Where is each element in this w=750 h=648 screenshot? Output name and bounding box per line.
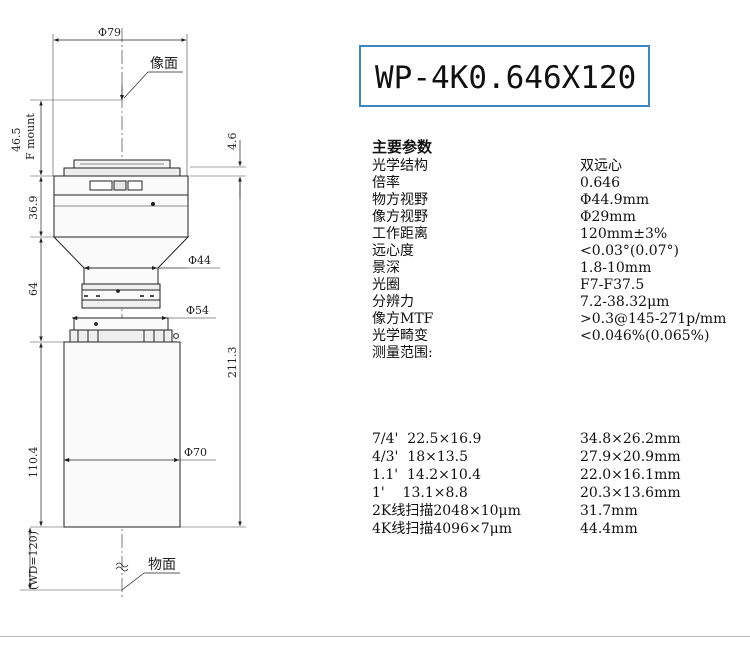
upper-barrel — [53, 175, 189, 238]
lower-barrel — [63, 341, 181, 528]
lens-drawing: Φ79 像面 46.5 F mount 36.9 64 110.4 (WD=12… — [10, 26, 246, 600]
dim-phi54: Φ54 — [186, 304, 209, 317]
bottom-divider — [0, 636, 750, 637]
dim-36-9: 36.9 — [27, 196, 40, 221]
dim-4-6: 4.6 — [226, 133, 239, 151]
dim-phi79: Φ79 — [98, 26, 121, 39]
cone — [52, 236, 190, 269]
dim-flange-46-5: 46.5 — [10, 128, 23, 153]
aperture-ring — [69, 317, 179, 343]
mount-label: F mount — [24, 113, 37, 160]
neck — [81, 267, 161, 309]
model-name-box: WP-4K0.646X120 — [359, 45, 650, 107]
object-plane-label: 物面 — [148, 557, 176, 573]
dim-110-4: 110.4 — [27, 447, 40, 479]
image-plane-label: 像面 — [150, 56, 178, 72]
f-mount — [63, 159, 181, 177]
dim-phi44: Φ44 — [188, 254, 211, 267]
dim-phi70: Φ70 — [184, 446, 207, 459]
model-name: WP-4K0.646X120 — [375, 60, 637, 96]
dim-wd-120: (WD=120) — [27, 531, 40, 590]
specs-heading: 主要参数 — [372, 138, 433, 156]
dim-211-3: 211.3 — [226, 347, 239, 379]
dim-64: 64 — [27, 282, 40, 296]
